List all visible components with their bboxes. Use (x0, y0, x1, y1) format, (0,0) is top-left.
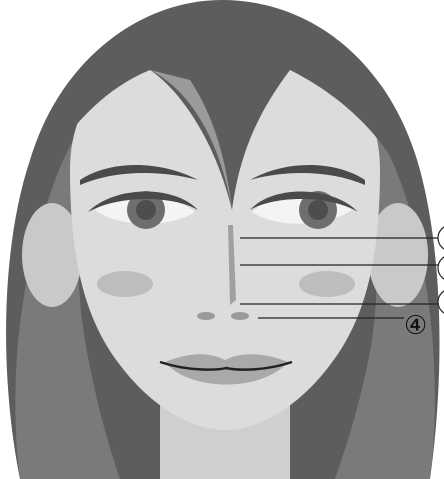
nostril-left (197, 312, 215, 320)
blush-left (97, 271, 153, 297)
blush-right (299, 271, 355, 297)
pupil-left (136, 200, 156, 220)
pupil-right (308, 200, 328, 220)
callout-circle-2 (438, 255, 444, 281)
nostril-right (231, 312, 249, 320)
callout-circle-1 (438, 225, 444, 251)
callout-label-4: ④ (404, 311, 427, 341)
